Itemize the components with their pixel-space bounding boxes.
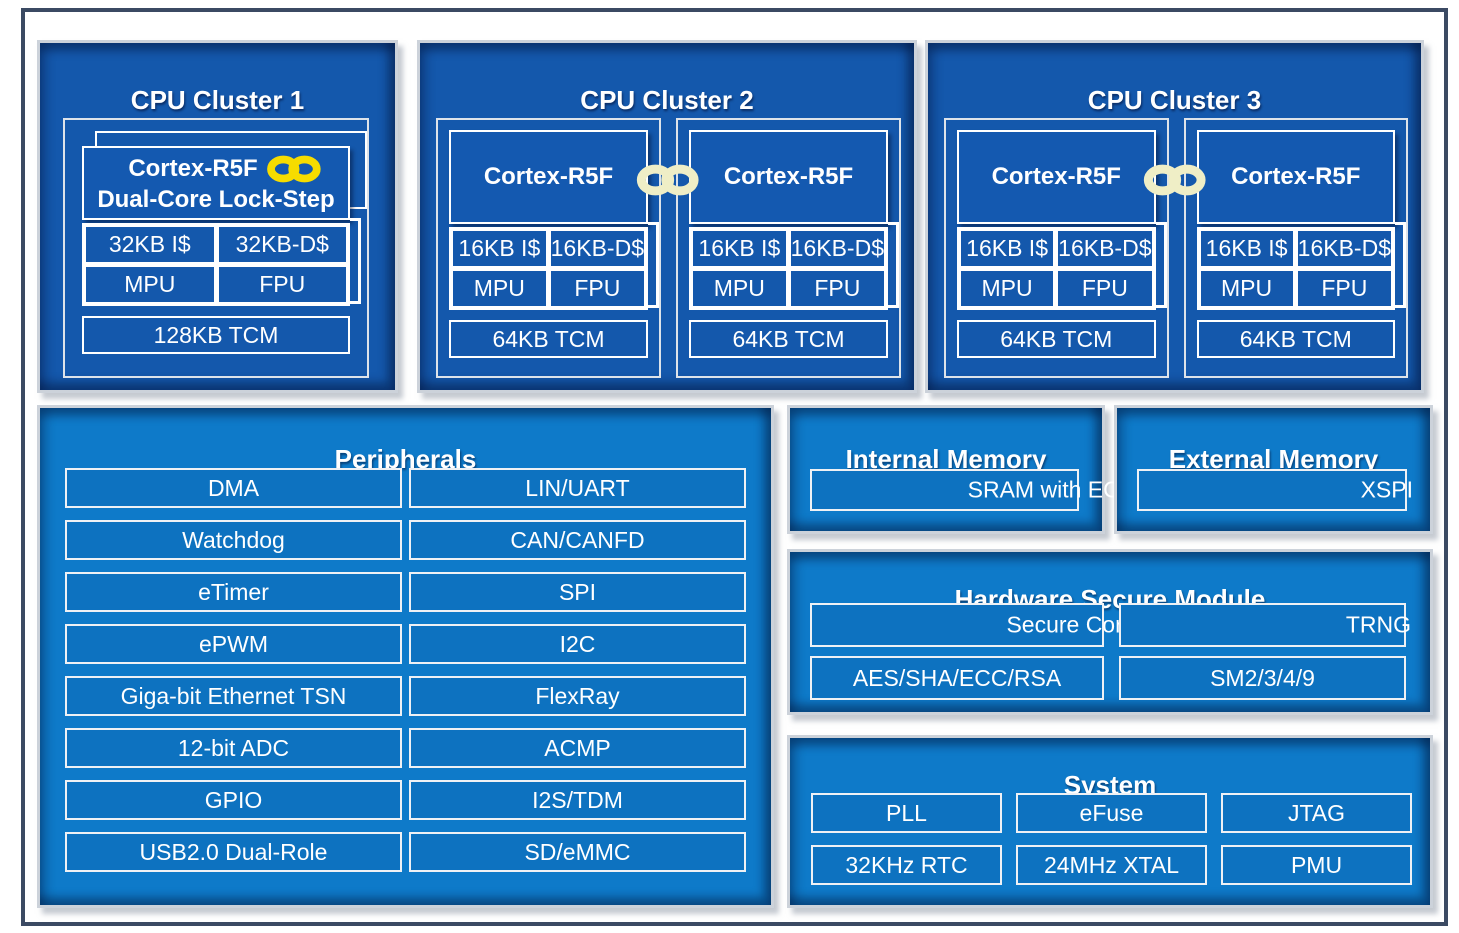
icache-cell: 16KB I$ xyxy=(693,231,786,266)
core-name: Cortex-R5F xyxy=(128,154,258,182)
peripheral-cell: Watchdog xyxy=(65,520,402,560)
internal-memory-block: Internal Memory SRAM with ECC xyxy=(787,405,1136,534)
sm-cell: SM2/3/4/9 xyxy=(1119,656,1406,700)
icache-cell: 16KB I$ xyxy=(1200,231,1293,266)
core-container: Cortex-R5F 16KB I$ 16KB-D$ MPU FPU 64KB … xyxy=(1183,118,1408,378)
sram-label: SRAM with ECC xyxy=(967,476,1137,503)
core-cell-grid: 16KB I$ 16KB-D$ MPU FPU xyxy=(449,222,659,310)
mpu-cell: MPU xyxy=(86,267,214,302)
cluster-2-cores: Cortex-R5F 16KB I$ 16KB-D$ MPU FPU 64KB … xyxy=(436,118,901,378)
dcache-cell: 16KB-D$ xyxy=(550,231,644,266)
core-box: Cortex-R5F xyxy=(1196,130,1395,224)
fpu-cell: FPU xyxy=(790,271,884,306)
hardware-secure-module-block: Hardware Secure Module Secure Core TRNG … xyxy=(787,549,1433,715)
mpu-cell: MPU xyxy=(961,271,1054,306)
peripheral-cell: I2S/TDM xyxy=(409,780,746,820)
fpu-cell: FPU xyxy=(1058,271,1152,306)
jtag-cell: JTAG xyxy=(1221,793,1412,833)
peripheral-cell: Giga-bit Ethernet TSN xyxy=(65,676,402,716)
core-container: Cortex-R5F 16KB I$ 16KB-D$ MPU FPU 64KB … xyxy=(676,118,901,378)
mpu-cell: MPU xyxy=(1200,271,1293,306)
peripheral-cell: SD/eMMC xyxy=(409,832,746,872)
peripheral-cell: 12-bit ADC xyxy=(65,728,402,768)
sram-cell: SRAM with ECC xyxy=(810,469,1136,511)
cluster-2-title: CPU Cluster 2 xyxy=(580,84,754,115)
tcm-cell: 64KB TCM xyxy=(957,320,1156,358)
peripherals-block: Peripherals DMA LIN/UART Watchdog CAN/CA… xyxy=(37,405,774,908)
hsm-grid: Secure Core TRNG AES/SHA/ECC/RSA SM2/3/4… xyxy=(810,603,1411,700)
xtal-cell: 24MHz XTAL xyxy=(1016,845,1207,885)
trng-cell: TRNG xyxy=(1119,603,1411,647)
icache-cell: 16KB I$ xyxy=(961,231,1054,266)
system-grid: PLL eFuse JTAG 32KHz RTC 24MHz XTAL PMU xyxy=(811,793,1412,885)
external-memory-block: External Memory XSPI xyxy=(1114,405,1433,534)
lockstep-label: Dual-Core Lock-Step xyxy=(97,185,335,213)
core-box: Cortex-R5F xyxy=(957,130,1156,224)
diagram-outer-border xyxy=(21,8,1448,926)
dcache-cell: 16KB-D$ xyxy=(790,231,884,266)
peripheral-cell: CAN/CANFD xyxy=(409,520,746,560)
icache-cell: 16KB I$ xyxy=(453,231,546,266)
chain-link-icon xyxy=(266,155,321,182)
dcache-cell: 16KB-D$ xyxy=(1297,231,1391,266)
icache-cell: 32KB I$ xyxy=(86,227,214,262)
core-cell-grid: 16KB I$ 16KB-D$ MPU FPU xyxy=(1196,222,1406,310)
peripheral-cell: ePWM xyxy=(65,624,402,664)
system-block: System PLL eFuse JTAG 32KHz RTC 24MHz XT… xyxy=(787,735,1433,908)
mpu-cell: MPU xyxy=(693,271,786,306)
cpu-cluster-3: CPU Cluster 3 Cortex-R5F 16KB I$ 16KB-D$… xyxy=(925,40,1424,393)
chain-link-icon xyxy=(1143,164,1206,196)
core-container: Cortex-R5F 16KB I$ 16KB-D$ MPU FPU 64KB … xyxy=(944,118,1169,378)
cpu-cluster-2: CPU Cluster 2 Cortex-R5F 16KB I$ 16KB-D$… xyxy=(417,40,917,393)
xspi-cell: XSPI xyxy=(1137,469,1413,511)
trng-label: TRNG xyxy=(1345,611,1411,638)
core-box: Cortex-R5F xyxy=(689,130,888,224)
secure-core-label: Secure Core xyxy=(1006,611,1136,638)
peripherals-grid: DMA LIN/UART Watchdog CAN/CANFD eTimer S… xyxy=(65,468,746,872)
external-memory-title: External Memory xyxy=(1168,443,1379,474)
peripheral-cell: LIN/UART xyxy=(409,468,746,508)
tcm-cell: 128KB TCM xyxy=(82,316,350,354)
pll-cell: PLL xyxy=(811,793,1002,833)
peripheral-cell: GPIO xyxy=(65,780,402,820)
peripheral-cell: FlexRay xyxy=(409,676,746,716)
efuse-cell: eFuse xyxy=(1016,793,1207,833)
peripheral-cell: I2C xyxy=(409,624,746,664)
core-container: Cortex-R5F 16KB I$ 16KB-D$ MPU FPU 64KB … xyxy=(436,118,661,378)
tcm-cell: 64KB TCM xyxy=(689,320,888,358)
tcm-cell: 64KB TCM xyxy=(449,320,648,358)
lockstep-core-stack: Cortex-R5F Dual-Core Lock-Step xyxy=(82,131,367,220)
mpu-cell: MPU xyxy=(453,271,546,306)
peripheral-cell: USB2.0 Dual-Role xyxy=(65,832,402,872)
internal-memory-title: Internal Memory xyxy=(845,443,1047,474)
core-box: Cortex-R5F xyxy=(449,130,648,224)
fpu-cell: FPU xyxy=(218,267,346,302)
xspi-label: XSPI xyxy=(1360,476,1413,503)
fpu-cell: FPU xyxy=(1297,271,1391,306)
core-name-row: Cortex-R5F xyxy=(128,153,323,185)
cluster-3-cores: Cortex-R5F 16KB I$ 16KB-D$ MPU FPU 64KB … xyxy=(944,118,1408,378)
peripheral-cell: ACMP xyxy=(409,728,746,768)
peripheral-cell: DMA xyxy=(65,468,402,508)
peripheral-cell: eTimer xyxy=(65,572,402,612)
cluster-1-title: CPU Cluster 1 xyxy=(130,84,305,115)
peripheral-cell: SPI xyxy=(409,572,746,612)
rtc-cell: 32KHz RTC xyxy=(811,845,1002,885)
cluster-3-title: CPU Cluster 3 xyxy=(1087,84,1262,115)
cluster-1-core-container: Cortex-R5F Dual-Core Lock-Step 32KB I$ 3… xyxy=(63,118,369,378)
cpu-cluster-1: CPU Cluster 1 Cortex-R5F Dual-Core L xyxy=(37,40,398,393)
tcm-cell: 64KB TCM xyxy=(1196,320,1395,358)
secure-core-cell: Secure Core xyxy=(810,603,1136,647)
fpu-cell: FPU xyxy=(550,271,644,306)
core-box: Cortex-R5F Dual-Core Lock-Step xyxy=(82,146,350,220)
pmu-cell: PMU xyxy=(1221,845,1412,885)
crypto-cell: AES/SHA/ECC/RSA xyxy=(810,656,1104,700)
dcache-cell: 16KB-D$ xyxy=(1058,231,1152,266)
chain-link-icon xyxy=(636,164,699,196)
core-cell-grid: 16KB I$ 16KB-D$ MPU FPU xyxy=(957,222,1166,310)
core-cell-grid: 32KB I$ 32KB-D$ MPU FPU xyxy=(82,218,361,306)
dcache-cell: 32KB-D$ xyxy=(218,227,346,262)
core-cell-grid: 16KB I$ 16KB-D$ MPU FPU xyxy=(689,222,899,310)
